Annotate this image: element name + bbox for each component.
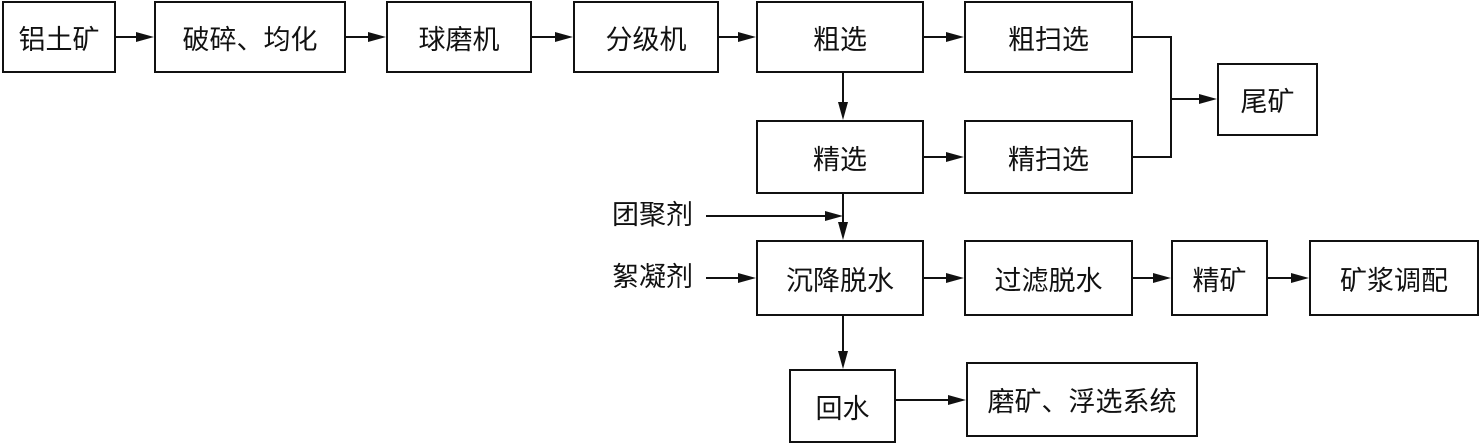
arrow-return-water-to-system [896, 395, 966, 405]
arrow-concentrate-to-slurry [1268, 273, 1309, 283]
node-rougher: 粗选 [756, 1, 924, 73]
node-cleaner-scavenger: 精扫选 [964, 120, 1133, 194]
input-agglomerant: 团聚剂 [612, 200, 693, 231]
node-filter-dewatering: 过滤脱水 [964, 240, 1133, 316]
arrow-crushing-to-ballmill [346, 32, 386, 42]
node-cleaner: 精选 [756, 120, 924, 194]
arrow-agglomerant-input [706, 211, 843, 221]
node-settling-dewatering: 沉降脱水 [756, 240, 924, 316]
node-tailings: 尾矿 [1217, 63, 1318, 136]
input-flocculant: 絮凝剂 [612, 262, 693, 293]
node-ball-mill: 球磨机 [386, 1, 532, 73]
node-grinding-flotation-system: 磨矿、浮选系统 [966, 362, 1198, 437]
node-crushing-homogenization: 破碎、均化 [154, 1, 346, 73]
arrow-rougher-to-cleaner [838, 73, 848, 120]
node-classifier: 分级机 [573, 1, 719, 73]
arrow-cleaner-to-cleaner-scavenger [924, 152, 964, 162]
arrow-scavengers-to-tailings [1133, 36, 1217, 158]
node-return-water: 回水 [789, 369, 896, 443]
arrow-filter-to-concentrate [1133, 273, 1171, 283]
arrow-ballmill-to-classifier [532, 32, 573, 42]
node-rougher-scavenger: 粗扫选 [964, 1, 1133, 73]
arrow-flocculant-input [706, 273, 756, 283]
arrow-cleaner-to-settling [838, 194, 848, 240]
arrow-rougher-to-rougher-scavenger [924, 32, 964, 42]
node-bauxite: 铝土矿 [2, 1, 116, 73]
arrow-bauxite-to-crushing [116, 32, 154, 42]
arrow-settling-to-return-water [838, 316, 848, 369]
node-concentrate: 精矿 [1171, 240, 1268, 316]
arrow-classifier-to-rougher [719, 32, 756, 42]
node-slurry-preparation: 矿浆调配 [1309, 240, 1479, 316]
arrow-settling-to-filter [924, 273, 964, 283]
